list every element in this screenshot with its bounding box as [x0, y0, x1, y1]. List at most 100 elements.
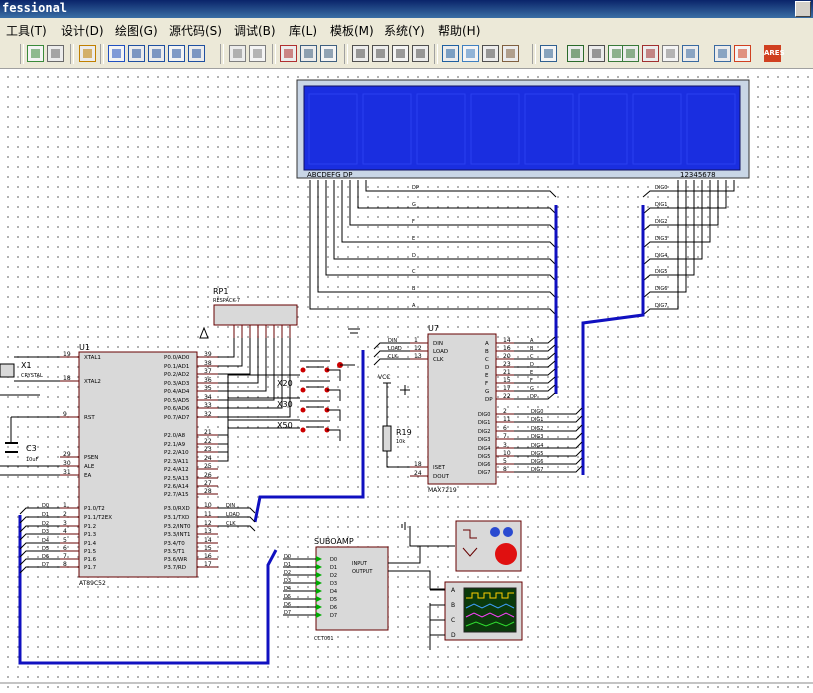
grid-icon[interactable]: [47, 45, 64, 62]
electrical-rule-check-icon[interactable]: [714, 45, 731, 62]
u1-pin-number: 15: [204, 545, 212, 552]
u7-control-net: DIN: [388, 338, 397, 344]
lcd-digit-net: DIG3: [655, 236, 667, 242]
u1-pin-name: P0.2/AD2: [164, 372, 189, 378]
u7-seg-wire: [514, 352, 556, 360]
zoom-in-icon[interactable]: [128, 45, 145, 62]
rp1-wire: [218, 338, 283, 409]
u7-pin-number: 2: [503, 408, 507, 415]
u7-pin-number: 13: [414, 353, 422, 360]
crystal-body: [0, 363, 15, 378]
u7-pin-name: E: [485, 373, 489, 379]
u1-pin-number: 21: [204, 429, 212, 436]
block-copy-icon[interactable]: [352, 45, 369, 62]
netlist-to-ares-icon[interactable]: [734, 45, 751, 62]
r19-value: 10k: [396, 439, 405, 445]
u1-pin-name: ALE: [84, 464, 95, 470]
u1-pin-name: P1.1/T2EX: [84, 515, 112, 521]
toolbar-separator: [272, 44, 276, 64]
u1-data-net: D1: [42, 512, 49, 518]
u1-pin-number: 4: [63, 528, 67, 535]
u1-pin-name: EA: [84, 473, 91, 479]
make-device-icon[interactable]: [462, 45, 479, 62]
input-arrow: [316, 596, 322, 602]
u7-pin-number: 22: [503, 393, 511, 400]
u1-pin-number: 24: [204, 455, 212, 462]
pan-icon[interactable]: [108, 45, 125, 62]
generator-dial: [495, 543, 517, 565]
u1-pin-name: P2.2/A10: [164, 450, 189, 456]
u1-pin-number: 32: [204, 411, 212, 418]
u1-pin-name: P2.7/A15: [164, 492, 189, 498]
menu-system[interactable]: 系统(Y): [384, 24, 425, 38]
menu-graph[interactable]: 绘图(G): [115, 24, 158, 38]
u1-pin-name: P2.4/A12: [164, 467, 189, 473]
decompose-icon[interactable]: [502, 45, 519, 62]
u7-pin-name: B: [485, 349, 489, 355]
generator-knob: [503, 527, 513, 537]
u1-pin-name: P1.6: [84, 557, 97, 563]
origin-icon[interactable]: [79, 45, 96, 62]
u7-pin-name: LOAD: [433, 349, 448, 355]
lcd-digit-wire: [642, 180, 687, 299]
u1-pin-number: 22: [204, 438, 212, 445]
input-arrow: [316, 572, 322, 578]
copy-icon[interactable]: [300, 45, 317, 62]
control-bus: [253, 350, 365, 523]
u1-pin-name: P1.3: [84, 532, 97, 538]
property-tool-icon[interactable]: [588, 45, 605, 62]
ares-button[interactable]: ARES: [764, 45, 785, 62]
window-close-button[interactable]: [795, 1, 811, 17]
u7-pin-name: A: [485, 341, 489, 347]
menu-tools[interactable]: 工具(T): [6, 24, 47, 38]
rp1-wire: [218, 338, 251, 375]
menu-template[interactable]: 模板(M): [330, 24, 374, 38]
u7-dig-wire: [514, 432, 583, 440]
block-move-icon[interactable]: [372, 45, 389, 62]
u7-dig-net: DIG7: [531, 467, 543, 473]
scope-channel-label: D: [451, 632, 456, 639]
menu-source[interactable]: 源代码(S): [169, 24, 222, 38]
c3-ref: C3: [26, 444, 37, 453]
wire-autoroute-icon[interactable]: [540, 45, 557, 62]
u1-pin-number: 9: [63, 411, 67, 418]
u7-pin-number: 1: [414, 337, 418, 344]
suboamp-input-net: D3: [284, 578, 291, 584]
menu-library[interactable]: 库(L): [289, 24, 318, 38]
redo-icon[interactable]: [249, 45, 266, 62]
zoom-out-icon[interactable]: [148, 45, 165, 62]
lcd-segment-wire: [333, 180, 557, 266]
undo-icon[interactable]: [229, 45, 246, 62]
lcd-digit-label: 12345678: [680, 171, 716, 179]
search-icon[interactable]: [567, 45, 584, 62]
paste-icon[interactable]: [320, 45, 337, 62]
u1-pin-number: 34: [204, 394, 212, 401]
u1-control-net: DIN: [226, 503, 235, 509]
input-arrow: [316, 612, 322, 618]
u1-pin-name: P3.2/INT0: [164, 524, 191, 530]
toolbar-separator: [20, 44, 24, 64]
block-delete-icon[interactable]: [412, 45, 429, 62]
scope-wire: [388, 570, 445, 590]
zoom-all-icon[interactable]: [168, 45, 185, 62]
exit-to-parent-icon[interactable]: [662, 45, 679, 62]
toolbar-separator: [434, 44, 438, 64]
u1-pin-name: P0.5/AD5: [164, 398, 190, 404]
remove-sheet-icon[interactable]: [642, 45, 659, 62]
menu-debug[interactable]: 调试(B): [234, 24, 276, 38]
menu-help[interactable]: 帮助(H): [438, 24, 481, 38]
pick-device-icon[interactable]: [442, 45, 459, 62]
new-sheet-icon[interactable]: [622, 45, 639, 62]
zoom-area-icon[interactable]: [188, 45, 205, 62]
lcd-segment-net: C: [412, 269, 416, 275]
cut-icon[interactable]: [280, 45, 297, 62]
lcd-segment-wire: [317, 180, 557, 299]
refresh-icon[interactable]: [27, 45, 44, 62]
bill-of-materials-icon[interactable]: [682, 45, 699, 62]
packaging-tool-icon[interactable]: [482, 45, 499, 62]
u7-pin-name: F: [485, 381, 488, 387]
block-rotate-icon[interactable]: [392, 45, 409, 62]
suboamp-output-label: INPUT: [352, 561, 368, 567]
menu-design[interactable]: 设计(D): [61, 24, 104, 38]
